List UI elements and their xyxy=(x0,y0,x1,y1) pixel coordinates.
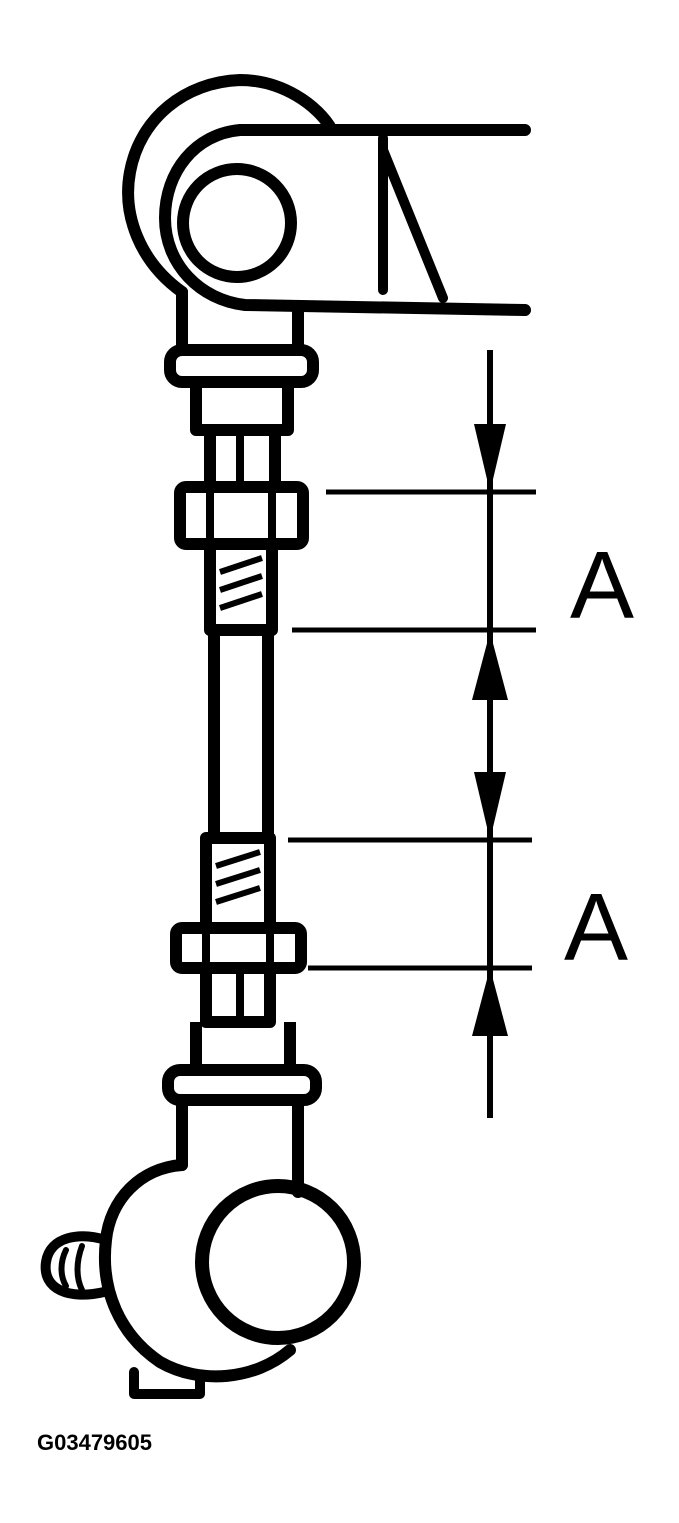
upper-lock-nut xyxy=(174,481,309,550)
upper-threaded-section xyxy=(204,538,278,636)
upper-collar xyxy=(164,344,319,388)
dimension-arrowheads xyxy=(472,424,508,1036)
upper-rod-end xyxy=(190,382,294,493)
arrowhead-down-upper xyxy=(474,424,506,492)
lower-collar xyxy=(162,1064,322,1106)
lower-rod-end xyxy=(190,968,296,1070)
lower-ball-joint xyxy=(40,1094,361,1399)
dimension-label-upper: A xyxy=(570,532,634,639)
arrowhead-down-lower xyxy=(474,772,506,840)
upper-ball-joint xyxy=(122,74,531,356)
arrowhead-up-lower xyxy=(472,968,508,1036)
rod-shaft xyxy=(208,630,274,838)
lower-lock-nut xyxy=(170,922,307,974)
arrowhead-up-upper xyxy=(472,632,508,700)
dimension-extension-lines xyxy=(288,489,536,971)
dimension-label-lower: A xyxy=(564,874,628,981)
lower-threaded-section xyxy=(200,832,276,934)
figure-id: G03479605 xyxy=(37,1430,152,1455)
